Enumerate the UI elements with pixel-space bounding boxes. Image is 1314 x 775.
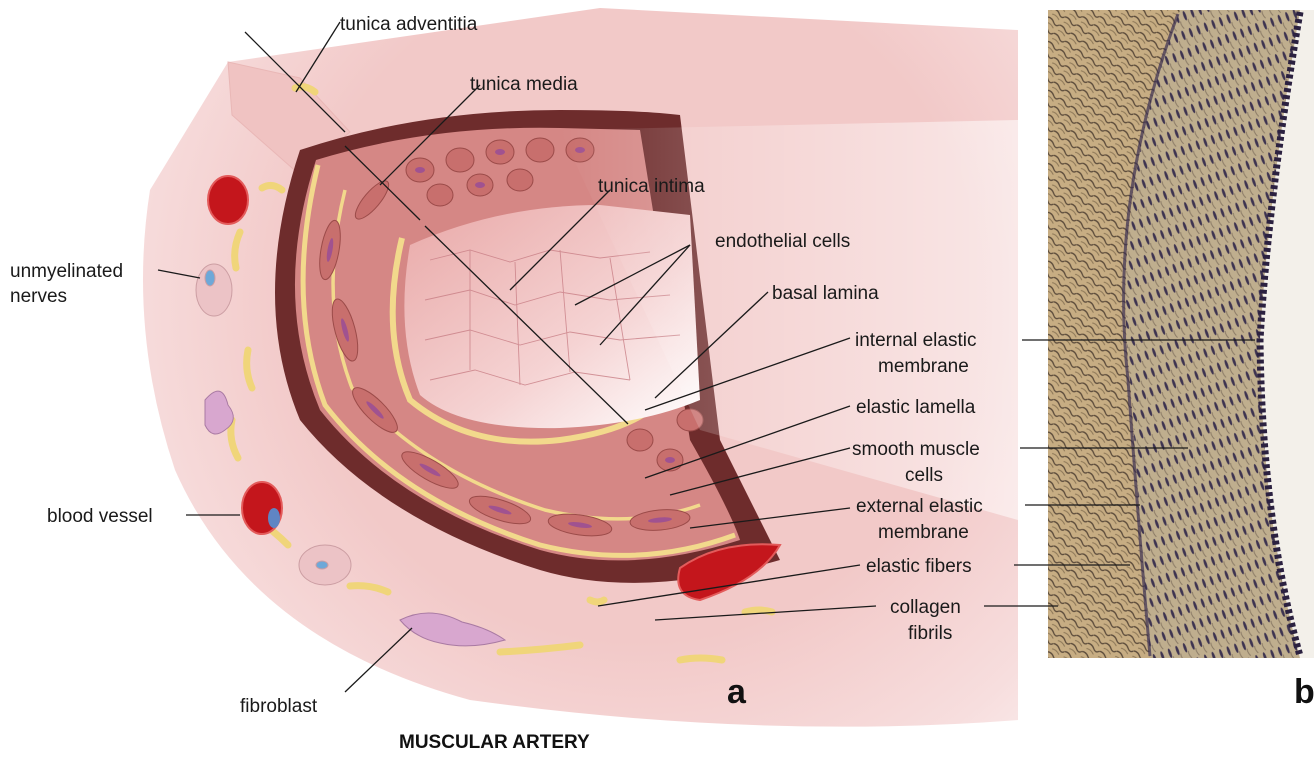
label-smooth-muscle-line1: smooth muscle bbox=[852, 439, 980, 460]
label-blood-vessel: blood vessel bbox=[47, 506, 153, 527]
label-collagen-line2: fibrils bbox=[908, 623, 952, 644]
label-smooth-muscle-line2: cells bbox=[905, 465, 943, 486]
histology-panel-b bbox=[1048, 10, 1314, 658]
label-tunica-intima: tunica intima bbox=[598, 176, 705, 197]
label-tunica-adventitia: tunica adventitia bbox=[340, 14, 478, 35]
label-unmyelinated-line1: unmyelinated bbox=[10, 261, 123, 282]
label-internal-elastic-line1: internal elastic bbox=[855, 330, 976, 351]
panel-letter-b: b bbox=[1294, 673, 1314, 711]
label-unmyelinated-line2: nerves bbox=[10, 286, 67, 307]
label-basal-lamina: basal lamina bbox=[772, 283, 879, 304]
label-fibroblast: fibroblast bbox=[240, 696, 318, 717]
label-tunica-media: tunica media bbox=[470, 74, 578, 95]
label-elastic-lamella: elastic lamella bbox=[856, 397, 976, 418]
label-collagen-line1: collagen bbox=[890, 597, 961, 618]
label-external-elastic-line1: external elastic bbox=[856, 496, 983, 517]
panel-letter-a: a bbox=[727, 673, 747, 711]
label-internal-elastic-line2: membrane bbox=[878, 356, 969, 377]
label-endothelial-cells: endothelial cells bbox=[715, 231, 850, 252]
figure-caption: MUSCULAR ARTERY bbox=[399, 732, 590, 753]
label-external-elastic-line2: membrane bbox=[878, 522, 969, 543]
label-elastic-fibers: elastic fibers bbox=[866, 556, 972, 577]
